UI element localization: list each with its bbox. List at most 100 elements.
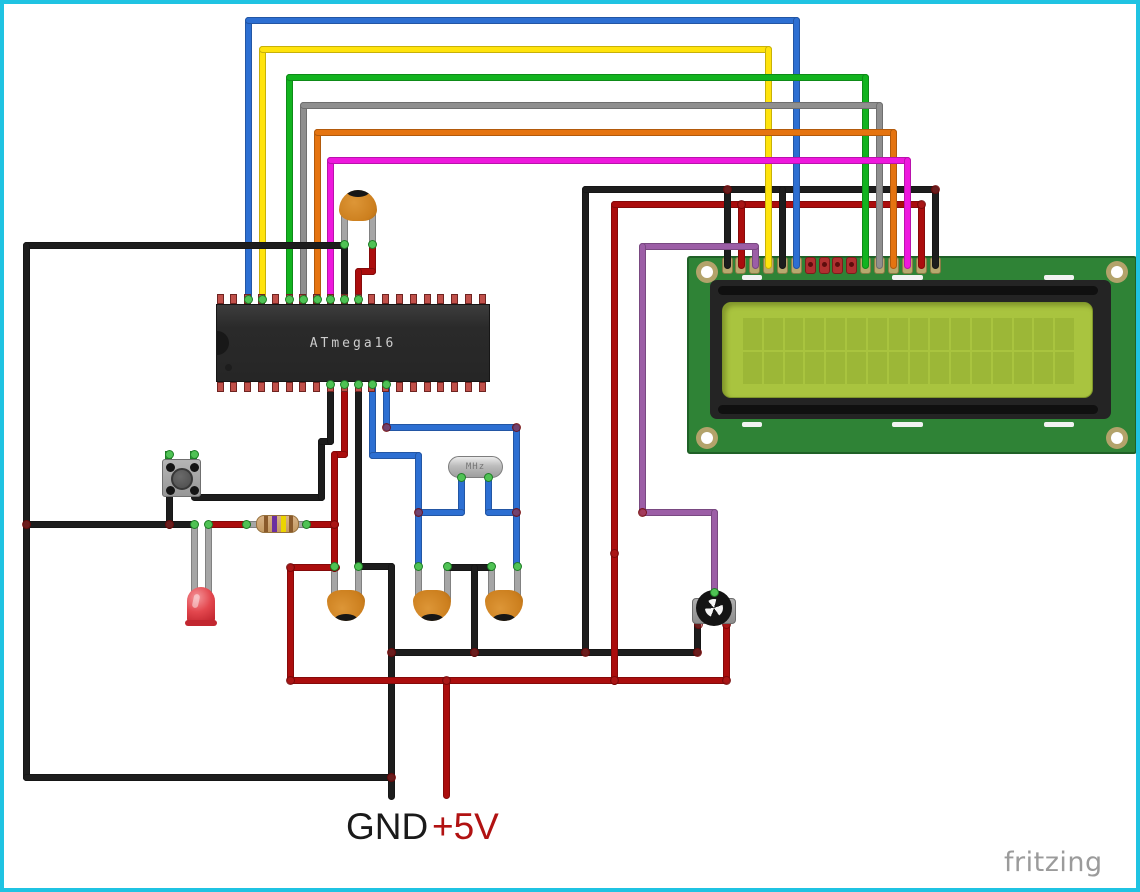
lcd-character-cell [743,352,762,384]
wire-black [354,380,362,570]
resistor-band [272,516,277,532]
resistor-band [264,516,268,532]
lcd-pad-hole [835,262,841,267]
wire-endpoint [353,294,363,304]
wire-endpoint [353,561,363,571]
plus5v-label: +5V [432,806,499,847]
wire-purple [751,242,759,269]
lcd-character-cell [930,352,950,384]
wire-red [917,200,925,269]
wire-bendpoint [469,647,479,657]
wire-blue [368,380,376,459]
atmega16-notch [216,331,229,355]
atmega16-pin [257,382,265,392]
wire-bendpoint [285,562,295,572]
atmega16-pin [437,294,445,304]
wire-bendpoint [285,675,295,685]
wire-endpoint [164,449,174,459]
wire-black [22,241,348,249]
wire-black [22,241,30,781]
wire-yellow [258,45,266,304]
atmega16-pin [299,382,307,392]
wire-bendpoint [511,507,521,517]
wire-lead [330,561,338,602]
pushbutton-plunger [171,468,193,490]
lcd-pad-unconnected [832,257,844,274]
wire-red [286,676,730,684]
lcd-character-cell [1055,318,1074,350]
wire-red [286,563,294,684]
lcd-character-cell [888,318,908,350]
crystal-label: MHz [465,462,486,472]
wire-black [22,520,198,528]
ceramic-capacitor [339,190,377,221]
wire-black [931,185,939,269]
wire-black [387,648,701,656]
wire-lead [487,561,495,602]
wire-green [285,73,869,81]
wire-endpoint [353,379,363,389]
wire-endpoint [243,294,253,304]
lcd-mounting-hole [1106,427,1128,449]
pushbutton-leg [190,486,199,495]
lcd-character-cell [1055,352,1074,384]
capacitor-bead [339,190,377,221]
atmega16-pin [230,294,238,304]
wire-endpoint [483,472,493,482]
atmega16-label: ATmega16 [309,335,397,351]
wire-red [204,520,251,528]
wire-lead [354,561,362,602]
wire-endpoint [257,294,267,304]
lcd-character-cell [784,352,804,384]
wire-lead [204,521,212,596]
wire-lead [443,561,451,602]
wire-blue [244,16,800,24]
wire-green [285,73,293,304]
lcd-character-cell [971,318,991,350]
pushbutton-leg [166,463,175,472]
wire-blue [484,508,520,516]
atmega16-pin1-dot [225,364,232,371]
wire-bendpoint [609,675,619,685]
wire-blue [382,423,520,431]
gnd-label: GND [346,806,429,847]
wire-black [581,185,939,193]
wires-layer [4,4,1136,888]
wire-magenta [903,156,911,269]
wire-red [442,676,450,799]
wire-black [470,563,478,657]
wire-bendpoint [930,184,940,194]
lcd-bezel-ridge [718,286,1098,295]
lcd-character-cell [867,318,887,350]
lcd-pad-hole [821,262,827,267]
wire-endpoint [512,561,522,571]
lcd-pad-unconnected [846,257,858,274]
atmega16-pin [285,382,293,392]
wire-red [354,267,362,302]
lcd-pad-hole [807,262,813,267]
lcd-character-cell [805,318,825,350]
lcd-character-cell [1013,318,1033,350]
wire-endpoint [367,239,377,249]
wire-green [861,73,869,269]
endpoints-layer [4,4,1136,888]
atmega16-pin [395,382,403,392]
wire-blue [414,508,465,516]
wire-endpoint [189,519,199,529]
lcd-character-cell [847,318,866,350]
lcd-bezel-ridge [718,405,1098,414]
atmega16-pin [478,294,486,304]
atmega16-pin [478,382,486,392]
lcd-character-cell [1013,352,1033,384]
wire-gray [299,101,883,109]
wire-endpoint [339,239,349,249]
wire-bendpoint [736,199,746,209]
potentiometer-dial [705,599,723,617]
wire-endpoint [709,587,719,597]
lcd-pad-unconnected [818,257,830,274]
wire-purple [710,508,718,598]
wire-red [286,563,340,571]
wire-lead [190,521,198,596]
wire-endpoint [442,561,452,571]
wire-magenta [326,156,334,304]
